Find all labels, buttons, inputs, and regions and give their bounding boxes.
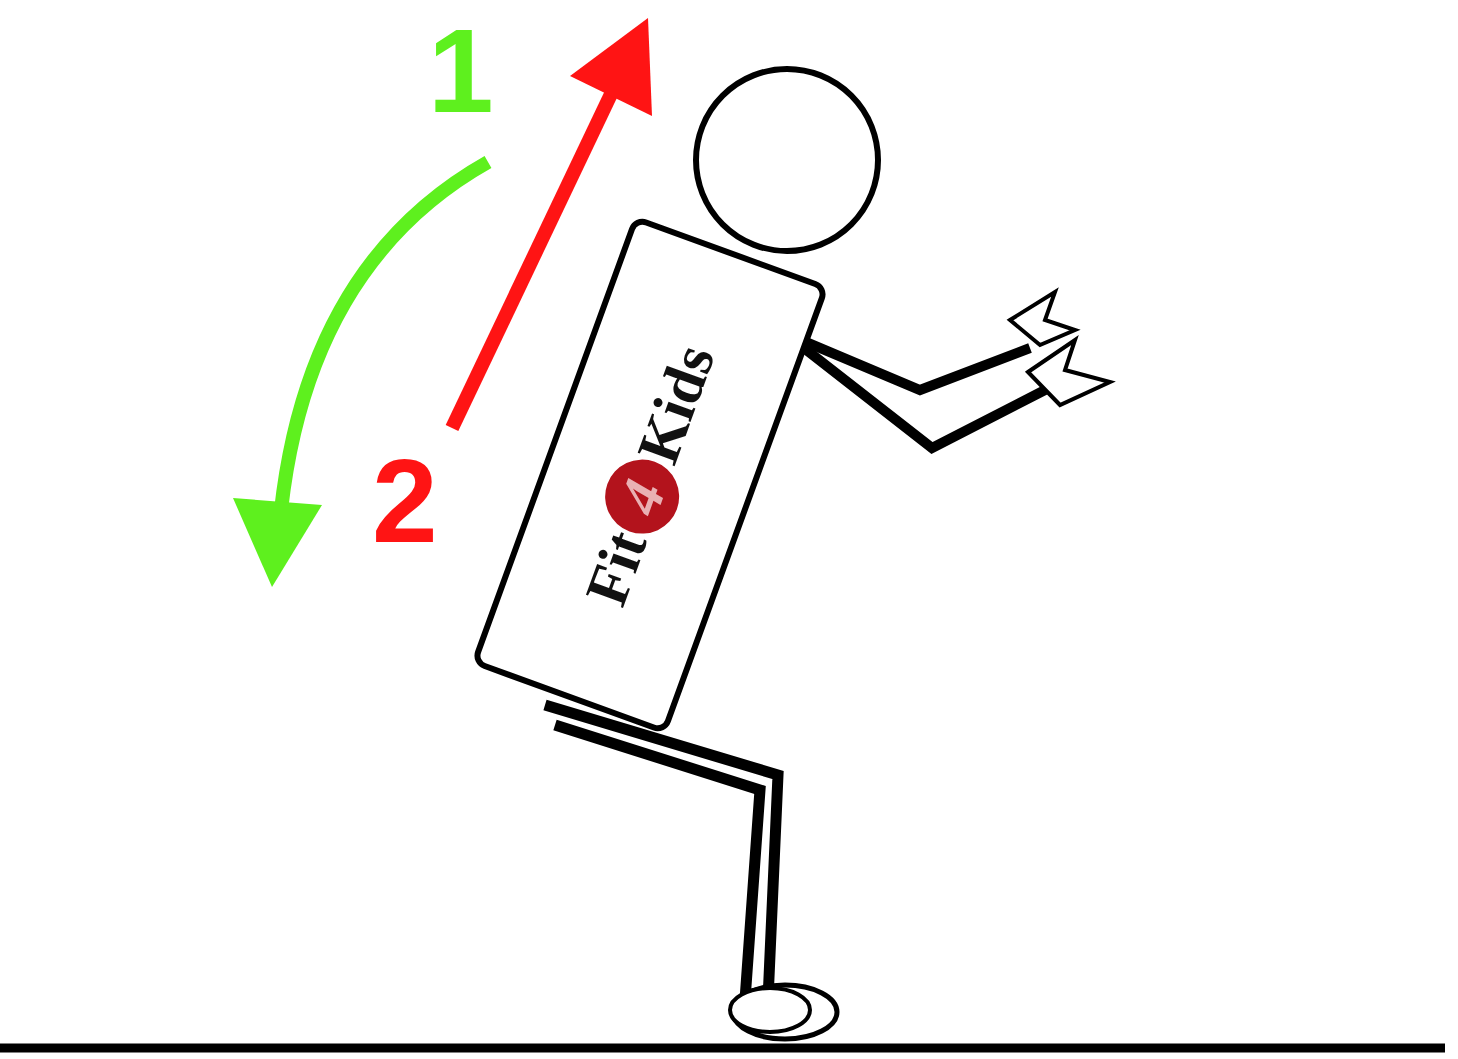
logo-number: 4 xyxy=(609,473,676,522)
legs xyxy=(545,705,778,1000)
logo-row: Fit4Kids xyxy=(521,233,778,716)
hands xyxy=(1010,292,1110,405)
callout-number: 2 xyxy=(372,442,438,560)
arrow-head xyxy=(233,498,322,587)
arrow-head xyxy=(570,18,652,116)
logo-text: Fit xyxy=(575,523,656,612)
callout-number: 1 xyxy=(428,12,494,130)
logo-text: Kids xyxy=(627,337,724,470)
foot xyxy=(730,988,810,1032)
ground-line xyxy=(0,1044,1445,1053)
head-circle xyxy=(696,69,878,251)
body-box: Fit4Kids xyxy=(471,215,830,735)
